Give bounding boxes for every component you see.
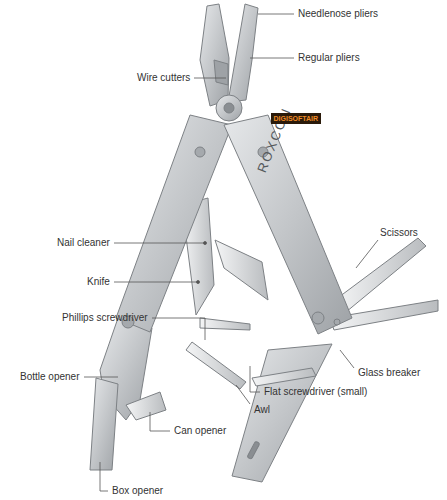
part-label: Phillips screwdriver: [62, 312, 148, 324]
part-label: Box opener: [112, 485, 163, 497]
part-label: Nail cleaner: [57, 237, 110, 249]
watermark-logo: DIGISOFTAIR: [271, 113, 322, 124]
part-label: Bottle opener: [20, 371, 80, 383]
part-label: Awl: [254, 404, 270, 416]
part-label: Needlenose pliers: [298, 8, 378, 20]
part-label: Wire cutters: [137, 72, 190, 84]
part-label: Glass breaker: [358, 367, 420, 379]
part-label: Regular pliers: [298, 52, 360, 64]
part-label: Can opener: [174, 425, 226, 437]
part-label: Flat screwdriver (small): [264, 386, 367, 398]
part-label: Scissors: [380, 227, 418, 239]
part-label: Knife: [87, 276, 110, 288]
